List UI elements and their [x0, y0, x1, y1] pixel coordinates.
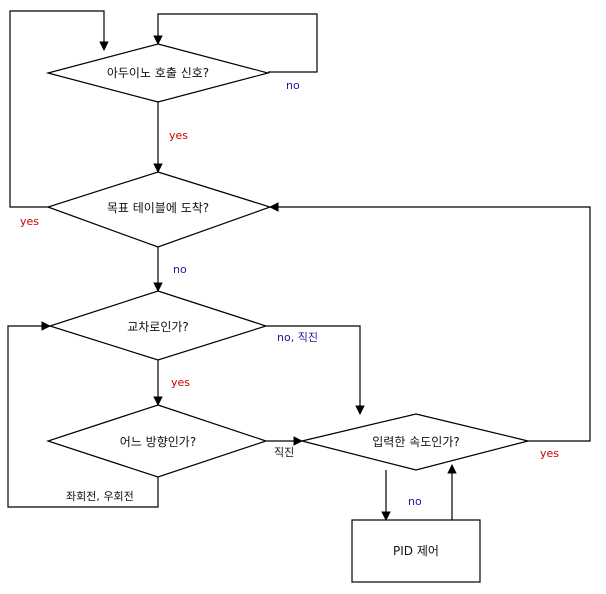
edge-label-speed-no: no [408, 495, 422, 508]
node-which-direction: 어느 방향인가? [46, 404, 268, 478]
node-intersection-label: 교차로인가? [127, 320, 189, 334]
edge-label-intersection-no: no, 직진 [277, 331, 318, 344]
edge-arduino-no-loop [153, 13, 318, 73]
edge-speed-yes-loop [269, 202, 591, 442]
edge-table-yes-loop [9, 10, 109, 208]
edge-intersection-no [266, 325, 365, 415]
node-arduino-call: 아두이노 호출 신호? [45, 43, 271, 103]
edge-label-arduino-no: no [286, 79, 300, 92]
edge-label-table-yes: yes [20, 215, 39, 228]
node-reached-table: 목표 테이블에 도착? [46, 171, 272, 248]
edge-label-speed-yes: yes [540, 447, 559, 460]
edge-label-arduino-yes: yes [169, 129, 188, 142]
edge-label-intersection-yes: yes [171, 376, 190, 389]
edge-direction-turn-loop [7, 321, 159, 508]
edge-label-table-no: no [173, 263, 187, 276]
node-input-speed-label: 입력한 속도인가? [372, 435, 459, 449]
node-intersection: 교차로인가? [48, 290, 268, 361]
edge-label-direction-turn: 좌회전, 우회전 [66, 490, 134, 503]
node-which-direction-label: 어느 방향인가? [120, 435, 196, 449]
node-pid-control-label: PID 제어 [393, 544, 439, 558]
node-arduino-call-label: 아두이노 호출 신호? [107, 66, 209, 80]
edge-label-direction-straight: 직진 [274, 446, 294, 459]
node-pid-control: PID 제어 [351, 519, 481, 583]
node-reached-table-label: 목표 테이블에 도착? [107, 201, 209, 215]
node-input-speed: 입력한 속도인가? [301, 413, 529, 471]
